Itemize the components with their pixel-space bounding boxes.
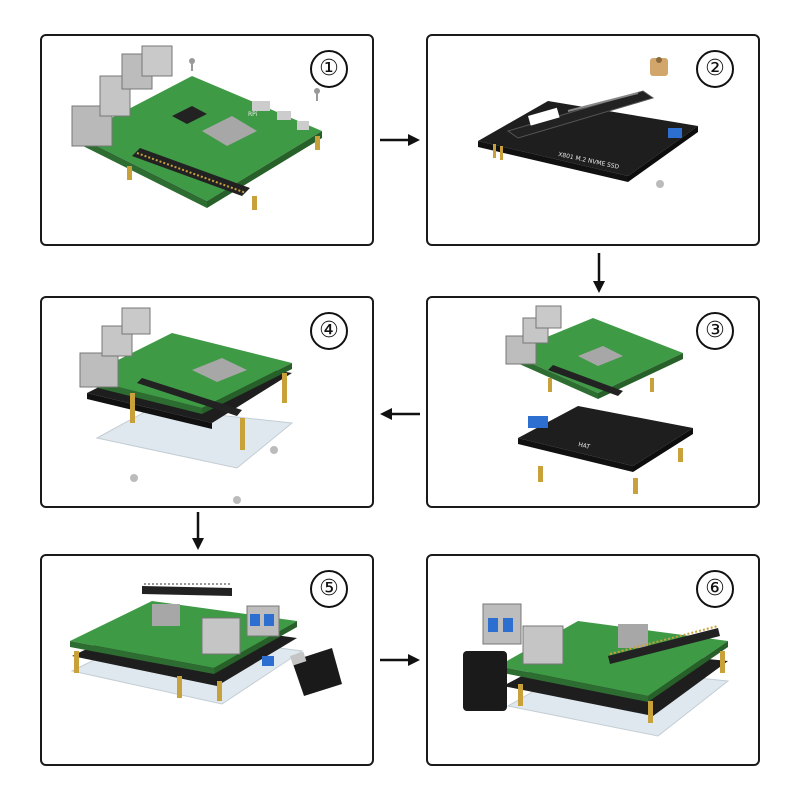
step-number-1: ① (310, 50, 348, 88)
step-4-panel: ④ (40, 296, 374, 508)
step-6-panel: ⑥ (426, 554, 760, 766)
final-assembly-image (463, 603, 730, 737)
assembled-with-usb-adapter-image (70, 583, 342, 705)
step-1-panel: RPi ① (40, 34, 374, 246)
step-3-panel: HAT ③ (426, 296, 760, 508)
hat-silk-text-3: HAT (578, 441, 591, 451)
step-5-panel: ⑤ (40, 554, 374, 766)
step-number-5: ⑤ (310, 570, 348, 608)
stack-over-acrylic-image (79, 307, 294, 504)
step-number-2: ② (696, 50, 734, 88)
arrow-down-icon (192, 512, 204, 550)
step-number-3: ③ (696, 312, 734, 350)
pi-above-hat-image: HAT (505, 305, 693, 494)
nvme-hat-with-ssd-image: X801 M.2 NVME SSD (478, 57, 698, 188)
pi-logo-text: RPi (248, 111, 258, 118)
step-number-4: ④ (310, 312, 348, 350)
arrow-right-icon (380, 134, 420, 146)
arrow-left-icon (380, 408, 420, 420)
step-number-6: ⑥ (696, 570, 734, 608)
step-2-panel: X801 M.2 NVME SSD ② (426, 34, 760, 246)
raspberry-pi-board-image: RPi (71, 45, 322, 210)
arrow-down-icon (593, 253, 605, 293)
arrow-right-icon (380, 654, 420, 666)
